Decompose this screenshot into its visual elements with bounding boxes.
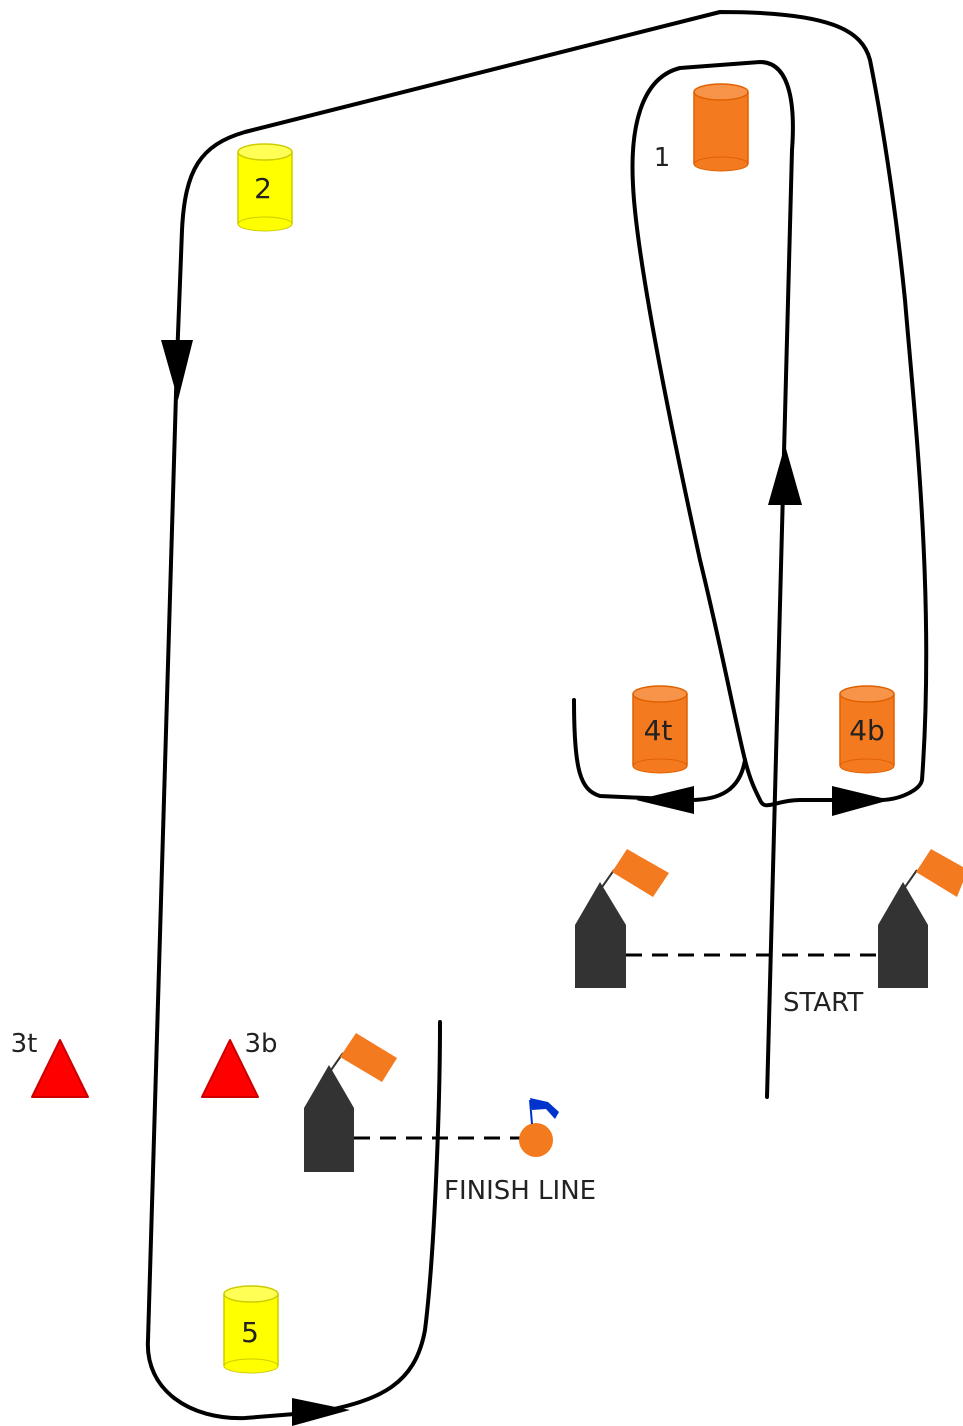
pin-buoy-icon xyxy=(519,1099,553,1157)
course-leg-start-to-mark-1 xyxy=(630,60,882,1099)
blue-flag-icon xyxy=(530,1098,559,1119)
mark-3t-triangle-icon xyxy=(31,1039,89,1098)
mark-4t-buoy-icon xyxy=(632,685,688,774)
course-leg-4b-to-top xyxy=(175,10,929,802)
course-leg-downwind xyxy=(145,358,442,1421)
mark-2-buoy-icon xyxy=(237,143,293,232)
direction-arrow-icon xyxy=(161,340,193,400)
mark-5-buoy-icon xyxy=(223,1285,279,1374)
orange-flag-icon xyxy=(916,849,963,897)
direction-arrows xyxy=(161,340,890,1426)
mark-1-label: 1 xyxy=(654,143,671,173)
direction-arrow-icon xyxy=(636,786,694,814)
mark-4b-label: 4b xyxy=(849,714,885,747)
course-leg-gate-4t xyxy=(572,698,747,802)
mark-4b-buoy-icon xyxy=(839,685,895,774)
mark-3t-label: 3t xyxy=(11,1029,38,1059)
mark-4t-label: 4t xyxy=(644,714,673,747)
committee-boat-icon xyxy=(878,869,928,988)
mark-3b-label: 3b xyxy=(244,1029,277,1059)
start-line-label: START xyxy=(783,988,863,1018)
direction-arrow-icon xyxy=(832,786,890,816)
direction-arrow-icon xyxy=(292,1398,350,1426)
committee-boat-icon xyxy=(575,869,626,988)
direction-arrow-icon xyxy=(768,445,802,505)
mark-3b-triangle-icon xyxy=(201,1039,259,1098)
mark-2-label: 2 xyxy=(254,172,272,205)
orange-flag-icon xyxy=(612,849,669,897)
course-paths xyxy=(145,10,929,1421)
orange-flag-icon xyxy=(340,1033,397,1082)
finish-line-label: FINISH LINE xyxy=(444,1176,596,1206)
committee-boat-icon xyxy=(304,1052,354,1172)
mark-1-buoy-icon xyxy=(693,83,749,172)
mark-5-label: 5 xyxy=(241,1316,259,1349)
